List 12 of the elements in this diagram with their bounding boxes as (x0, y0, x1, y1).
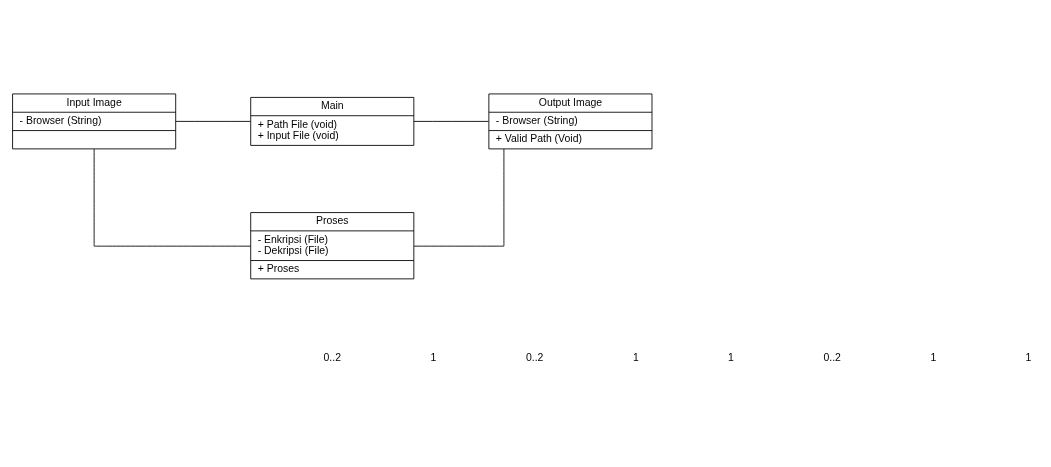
connector (413, 148, 505, 247)
label: 0..2 (323, 351, 341, 363)
connector (175, 120, 251, 122)
label: 1 (728, 351, 734, 363)
label: 1 (430, 351, 437, 363)
connector (93, 148, 252, 247)
connector (413, 120, 489, 122)
label: 1 (1025, 351, 1032, 363)
label: 0..2 (823, 351, 841, 363)
label: 1 (632, 351, 639, 363)
label: 1 (930, 351, 937, 363)
label: 0..2 (525, 351, 544, 363)
